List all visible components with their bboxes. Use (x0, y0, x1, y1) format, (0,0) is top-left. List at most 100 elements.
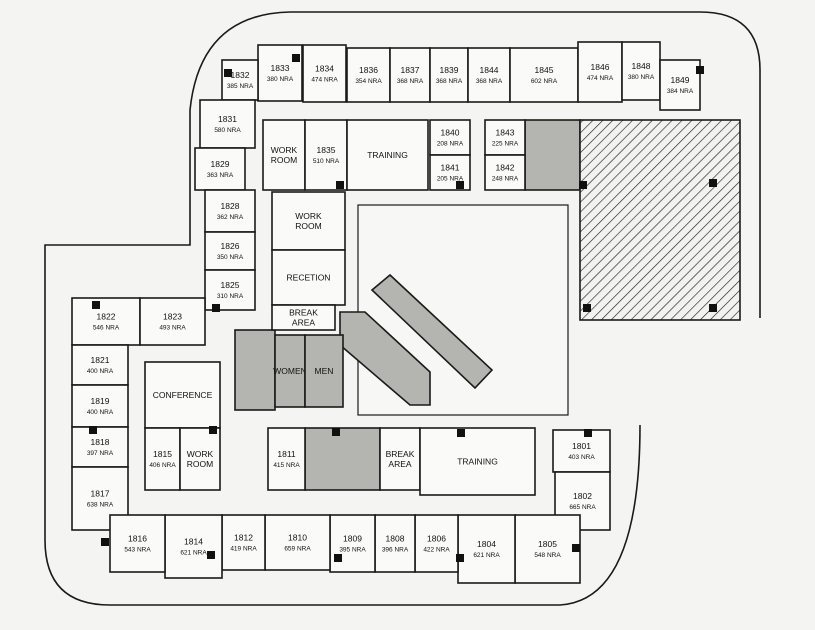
room: 1831 580 NRA (199, 99, 256, 149)
room-outline (264, 514, 331, 571)
room: 1819 400 NRA (71, 384, 129, 428)
column-marker (709, 179, 717, 187)
room-label: AREA (292, 318, 315, 328)
room-outline (257, 44, 303, 102)
room-area: 368 NRA (397, 78, 424, 85)
column-marker (709, 304, 717, 312)
room-outline (204, 231, 256, 271)
room: 1828 362 NRA (204, 189, 256, 233)
room-number: 1837 (401, 65, 420, 75)
room-area: 400 NRA (87, 409, 114, 416)
room-area: 205 NRA (437, 176, 464, 183)
room-number: 1804 (477, 539, 496, 549)
column-marker (336, 181, 344, 189)
room-number: 1819 (91, 396, 110, 406)
column-marker (334, 554, 342, 562)
room-outline (467, 47, 511, 103)
room-number: 1801 (572, 441, 591, 451)
room-outline (271, 191, 346, 251)
room-number: 1808 (386, 534, 405, 544)
room: 1810 659 NRA (264, 514, 331, 571)
room-outline (221, 514, 266, 571)
room-number: 1842 (496, 163, 515, 173)
column-marker (89, 426, 97, 434)
room-area: 354 NRA (355, 78, 382, 85)
room-number: 1843 (496, 128, 515, 138)
room-number: 1809 (343, 534, 362, 544)
room-number: 1826 (221, 241, 240, 251)
room-number: 1818 (91, 437, 110, 447)
column-marker (696, 66, 704, 74)
room-outline (179, 427, 221, 491)
room-outline (194, 147, 246, 191)
room-area: 400 NRA (87, 368, 114, 375)
room-number: 1815 (153, 449, 172, 459)
room-area: 362 NRA (217, 214, 244, 221)
room-number: 1828 (221, 201, 240, 211)
room-number: 1814 (184, 537, 203, 547)
room-number: 1831 (218, 114, 237, 124)
room: MEN (304, 334, 344, 408)
column-marker (456, 181, 464, 189)
column-marker (224, 69, 232, 77)
room-number: 1823 (163, 312, 182, 322)
room-outline (71, 426, 129, 468)
room-outline (484, 154, 526, 191)
room: CONFERENCE (144, 361, 221, 429)
room-area: 548 NRA (534, 552, 561, 559)
room-area: 659 NRA (284, 546, 311, 553)
room-outline (267, 427, 306, 491)
room-outline (414, 514, 459, 573)
room-number: 1839 (440, 65, 459, 75)
room-area: 493 NRA (159, 325, 186, 332)
room-outline (199, 99, 256, 149)
room-number: 1810 (288, 533, 307, 543)
room-area: 310 NRA (217, 293, 244, 300)
room-label: CONFERENCE (153, 390, 213, 400)
room: 1823 493 NRA (139, 297, 206, 346)
room-label: MEN (315, 366, 334, 376)
room-area: 419 NRA (230, 546, 257, 553)
room-number: 1833 (271, 63, 290, 73)
room-number: 1835 (317, 145, 336, 155)
room-area: 580 NRA (214, 127, 241, 134)
room-outline (514, 514, 581, 584)
room-outline (302, 44, 347, 103)
room-area: 665 NRA (569, 504, 596, 511)
room-number: 1844 (480, 65, 499, 75)
room-area: 403 NRA (568, 454, 595, 461)
column-marker (332, 428, 340, 436)
room-outline (659, 59, 701, 111)
room-outline (457, 514, 516, 584)
room-outline (262, 119, 306, 191)
room-label: BREAK (386, 449, 415, 459)
room: RECETION (271, 249, 346, 306)
room-outline (221, 59, 259, 101)
room-outline (577, 41, 623, 103)
room-area: 397 NRA (87, 450, 114, 457)
room-outline (304, 334, 344, 408)
room-label: RECETION (287, 273, 331, 283)
room-outline (329, 514, 376, 573)
room-outline (621, 41, 661, 101)
room-area: 380 NRA (628, 74, 655, 81)
room-label: TRAINING (457, 457, 498, 467)
room: 1818 397 NRA (71, 426, 129, 468)
room-outline (71, 297, 141, 346)
room-outline (389, 47, 431, 103)
